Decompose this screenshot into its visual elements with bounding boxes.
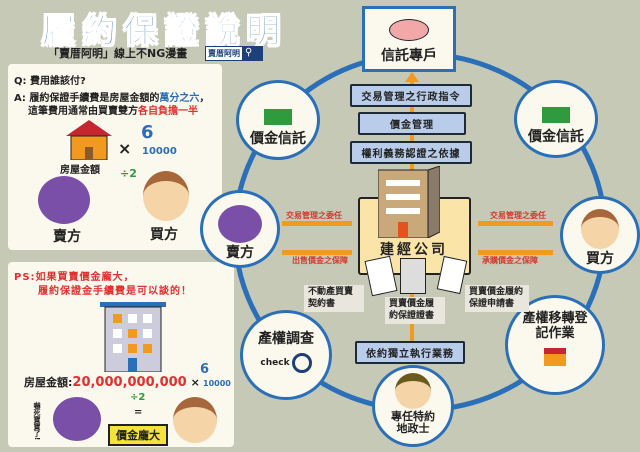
page-title: 履約保證說明 [42,11,288,51]
ps-line1: PS:如果買賣價金龐大， [14,272,135,283]
answer-line2: 這筆費用通常由買賣雙方各自負擔一半 [28,102,198,117]
subtitle: 「賣厝阿明」線上不NG漫畫 [48,47,188,60]
arrow-label-seller-to-company: 交易管理之委任 [286,211,342,220]
fraction-numerator: 6 [141,122,154,143]
buyer-avatar [143,171,189,221]
arrow-left [478,221,553,226]
divide-two: ÷2 [130,392,146,403]
title-transfer-label: 產權移轉登記作業 [522,311,588,341]
land-agent-label: 專任特約地政士 [391,409,435,436]
contract-note: 不動產買賣契約書 [304,285,364,313]
house-icon [66,120,112,160]
answer-line2-text: 這筆費用通常由買賣雙方 [28,106,138,117]
arrow-left [282,250,352,255]
equals-sign: = [134,407,143,418]
search-label: 賣厝阿明 [206,47,242,60]
piggy-bank-icon [389,19,429,41]
escrow-left-node: 價金信託 [236,80,320,160]
land-agent-node: 專任特約地政士 [372,365,454,447]
answer-line1: A: 履約保證手續費是房屋金額的萬分之六， [14,89,209,104]
amount-row: 房屋金額:20,000,000,000 × [24,374,200,390]
title-transfer-node: 產權移轉登記作業 [505,295,605,395]
answer-suffix: ， [199,93,210,104]
arrow-right [478,250,553,255]
house-amount-label: 房屋金額 [60,165,100,176]
question: Q: 費用誰該付? [14,76,86,87]
title-search-node: 產權調查 check [240,310,332,400]
arrow-label-company-to-buyer: 承購價金之保障 [482,256,538,265]
amount-value: 20,000,000,000 [72,375,187,390]
price-huge-burst: 價金龐大 [108,424,168,446]
buyer-node: 買方 [560,196,640,274]
company-building-icon [378,166,440,238]
escrow-right-label: 價金信託 [528,128,584,145]
independent-execution-label: 依約獨立執行業務 [355,341,465,364]
seller-label: 賣方 [53,229,81,245]
magnifier-icon [291,353,312,374]
seller-avatar [38,176,90,224]
fraction-denominator: 10000 [142,146,177,157]
company-label: 建經公司 [380,242,448,258]
building-icon [100,302,166,372]
buyer-shocked-avatar [173,397,217,443]
trust-account-node: 信託專戶 [362,6,456,72]
arrow-right [282,221,352,226]
rights-certification-label: 權利義務認證之依據 [350,141,472,164]
seller-node: 賣方 [200,190,280,268]
fraction-denominator: 10000 [203,379,231,388]
document-icon [400,258,426,294]
escrow-left-label: 價金信託 [250,130,306,147]
application-note: 買賣價金履約保證申請書 [465,285,529,313]
seller-avatar [218,204,262,243]
search-badge[interactable]: 賣厝阿明⚲ [205,46,263,61]
times-sign: × [190,376,200,389]
seller-node-label: 賣方 [226,244,254,261]
house-hands-icon [544,347,566,366]
arrow-label-buyer-to-company: 交易管理之委任 [490,211,546,220]
answer-highlight: 萬分之六 [159,93,200,104]
divide-two: ÷2 [120,167,137,180]
escrow-right-node: 價金信託 [514,80,598,158]
amount-label: 房屋金額: [24,376,73,389]
buyer-label: 買方 [150,227,178,243]
trust-account-label: 信託專戶 [381,48,437,64]
seller-shocked-avatar [53,397,101,441]
answer-text: A: 履約保證手續費是房屋金額的 [14,93,160,104]
ps-panel: PS:如果買賣價金龐大， 履約保證金手續費是可以談的！ 房屋金額:20,000,… [8,262,234,447]
times-sign: × [118,139,132,158]
fee-explanation-panel: Q: 費用誰該付? A: 履約保證手續費是房屋金額的萬分之六， 這筆費用通常由買… [8,64,222,250]
buyer-node-label: 買方 [586,250,614,267]
answer-line2-highlight: 各自負擔一半 [138,106,198,117]
fraction-numerator: 6 [200,362,210,377]
admin-instruction-label: 交易管理之行政指令 [350,84,472,107]
title-search-label: 產權調查 [258,331,314,347]
speech-text: 嚇死寶寶了! [33,402,41,441]
land-agent-avatar [395,372,431,409]
check-label: check [260,357,290,368]
price-management-label: 價金管理 [358,112,466,135]
ps-line2: 履約保證金手續費是可以談的！ [38,286,192,297]
money-icon [542,106,570,123]
search-icon: ⚲ [245,47,253,58]
certificate-note: 買賣價金履約保證證書 [385,297,445,325]
buyer-avatar [581,208,619,249]
money-icon [264,108,292,125]
arrow-label-company-to-seller: 出售價金之保障 [292,256,348,265]
